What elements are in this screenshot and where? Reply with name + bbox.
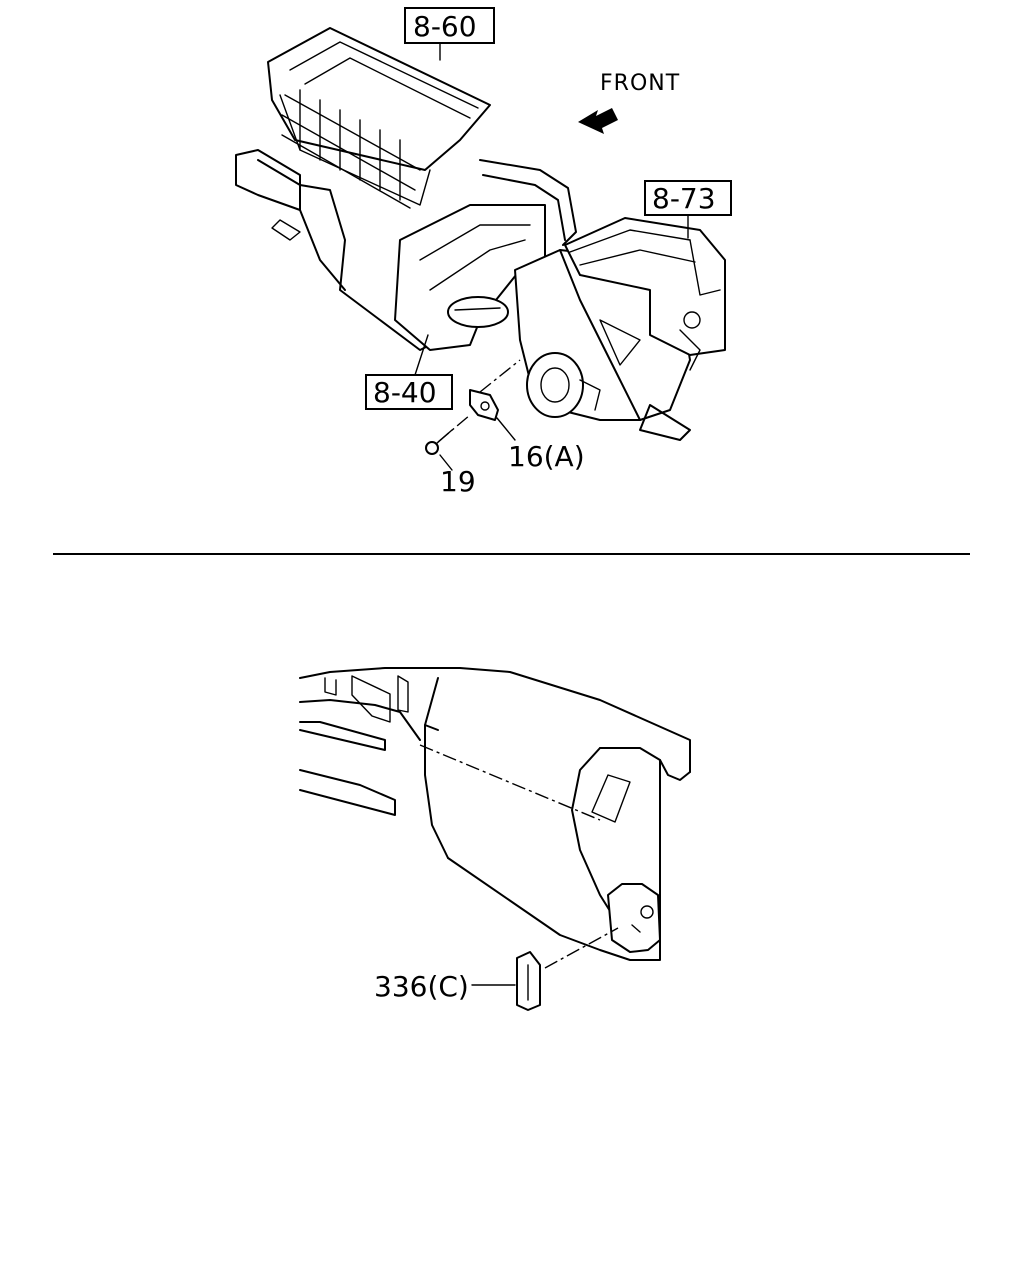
front-arrow-icon (578, 108, 618, 134)
part-label-16a: 16(A) (508, 440, 585, 473)
front-label: FRONT (600, 71, 680, 96)
ref-box-8-40 (365, 374, 453, 410)
ref-box-8-73 (644, 180, 732, 216)
part-label-336c: 336(C) (374, 970, 469, 1003)
hvac-unit-drawing (235, 27, 726, 455)
ref-label-8-40: 8-40 (373, 376, 437, 409)
part-label-19: 19 (440, 465, 476, 498)
ref-label-8-60: 8-60 (413, 10, 477, 43)
ref-label-8-73: 8-73 (652, 182, 716, 215)
ref-box-8-60 (404, 7, 495, 44)
instrument-panel-drawing (299, 667, 691, 1011)
